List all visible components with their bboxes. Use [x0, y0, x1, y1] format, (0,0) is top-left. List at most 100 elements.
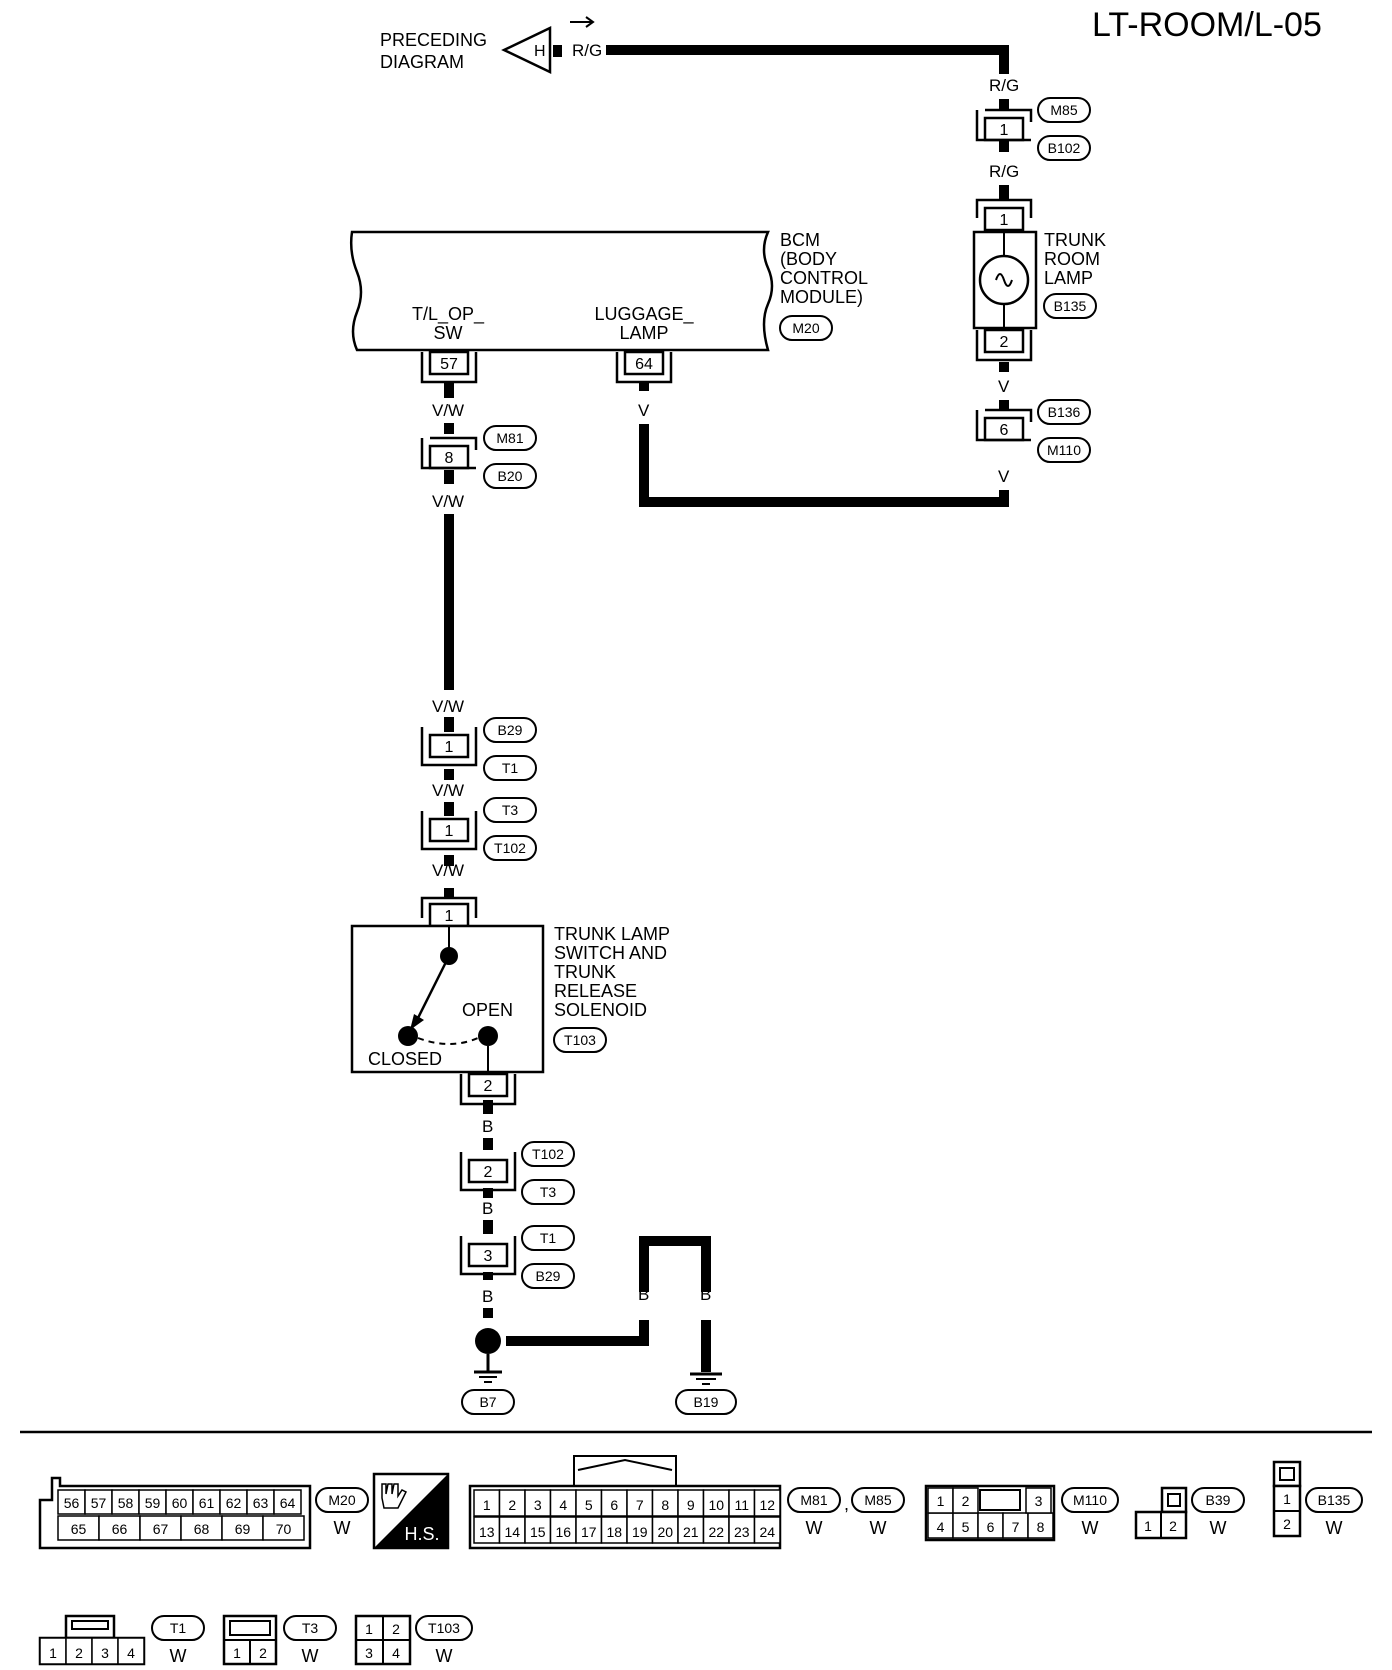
bcm-terminal-name-tlop-line1: T/L_OP_ [412, 304, 485, 325]
connector-id: M85 [864, 1492, 891, 1508]
pin-label: 1 [365, 1621, 373, 1637]
pin-cell [246, 1489, 275, 1515]
wire-label-v-2: V [998, 467, 1010, 486]
pin-label: 1 [1283, 1491, 1291, 1507]
pin-label: 20 [657, 1524, 673, 1540]
connector-tag [315, 1487, 369, 1513]
pin-label: 65 [71, 1521, 87, 1537]
junction-t102-t3[interactable]: 2 T102 T3 [459, 1141, 575, 1205]
ground-tag [675, 1389, 737, 1415]
pin-label: 1 [233, 1645, 241, 1661]
pin-label: 4 [559, 1497, 567, 1513]
pin-label: 62 [226, 1495, 242, 1511]
connector-view-t103[interactable]: 1 2 3 4 T103 W [354, 1614, 473, 1666]
junction-m81-b20[interactable]: 8 M81 B20 [420, 425, 537, 489]
pin-label: 2 [259, 1645, 267, 1661]
pin-cell [98, 1515, 141, 1541]
junction-b136-m110[interactable]: 6 B136 M110 [975, 399, 1091, 463]
pin-label: 69 [235, 1521, 251, 1537]
pin-label: 67 [153, 1521, 169, 1537]
wire-label-b-5: B [700, 1285, 711, 1304]
ground-id: B19 [694, 1394, 719, 1410]
pin-label: 11 [734, 1497, 749, 1513]
pin-label: 13 [479, 1524, 495, 1540]
wire-label-b-2: B [482, 1199, 493, 1218]
wire-label-b-1: B [482, 1117, 493, 1136]
ground-b19[interactable]: B19 [675, 1372, 737, 1415]
pin-label: 2 [75, 1645, 83, 1661]
trunk-room-lamp-name-line1: TRUNK [1044, 230, 1106, 250]
pin-cell [753, 1516, 781, 1544]
pin-label: 3 [101, 1645, 109, 1661]
bcm-pin-64-label: 64 [635, 356, 653, 373]
ground-b7[interactable]: B7 [461, 1354, 515, 1415]
trunk-room-lamp-connector-id: B135 [1054, 298, 1087, 314]
wire-rg-top [606, 45, 1009, 74]
connector-tag [1037, 135, 1091, 161]
junction-t3-t102[interactable]: 1 T3 T102 [420, 797, 537, 861]
junction-t1-b29[interactable]: 3 T1 B29 [459, 1225, 575, 1289]
wire-label-vw-5: V/W [432, 861, 464, 880]
pin-label: 2 [1169, 1518, 1177, 1534]
bcm-module[interactable]: BCM (BODY CONTROL MODULE) M20 T/L_OP_ SW… [349, 230, 868, 384]
junction-m85-b102[interactable]: 1 M85 B102 [975, 97, 1091, 161]
pin-cell [524, 1516, 552, 1544]
trunk-room-lamp-connector-tag [1043, 293, 1097, 319]
trunk-lamp-switch[interactable]: 1 OPEN CLOSED 2 TRUNK LAMP SWITCH AND TR… [350, 896, 670, 1106]
pin-cell [165, 1489, 194, 1515]
bcm-pin-64[interactable]: 64 [615, 350, 673, 384]
pin-cell [262, 1515, 305, 1541]
junction-pin: 1 [445, 823, 454, 840]
trunk-room-lamp-pin-1: 1 [1000, 212, 1009, 229]
connector-tag [151, 1615, 205, 1641]
pin-cell [65, 1637, 93, 1665]
connector-view-b135[interactable]: 1 2 B135 W [1272, 1460, 1363, 1538]
connector-view-t3[interactable]: 1 2 T3 W [222, 1614, 337, 1666]
trunk-room-lamp-pin-2: 2 [1000, 334, 1009, 351]
pin-label: 6 [610, 1497, 618, 1513]
connector-id: B20 [498, 468, 523, 484]
connector-id: M81 [496, 430, 523, 446]
pin-label: 19 [632, 1524, 648, 1540]
pin-label: 17 [581, 1524, 597, 1540]
junction-pin: 8 [445, 450, 454, 467]
wire-label-v-3: V [638, 401, 650, 420]
connector-tag [521, 1263, 575, 1289]
preceding-diagram-label-line1: PRECEDING [380, 30, 487, 50]
grounds: B7 B19 [461, 1328, 737, 1415]
pin-cell [1002, 1512, 1029, 1539]
bcm-name-line4: MODULE) [780, 287, 863, 307]
pin-label: 8 [1037, 1519, 1045, 1535]
connector-tag [1037, 97, 1091, 123]
connector-tag [1061, 1487, 1119, 1513]
wire-label-vw-4: V/W [432, 781, 464, 800]
pin-cell [117, 1637, 145, 1665]
pin-cell [57, 1489, 86, 1515]
junction-b29-t1[interactable]: 1 B29 T1 [420, 717, 537, 781]
connector-view-b39[interactable]: 1 2 B39 W [1134, 1486, 1245, 1540]
wire-label-vw-2: V/W [432, 492, 464, 511]
pin-cell [84, 1489, 113, 1515]
pin-label: 60 [172, 1495, 188, 1511]
junction-pin: 6 [1000, 422, 1009, 439]
connector-id: M110 [1073, 1492, 1107, 1508]
pin-cell [651, 1489, 679, 1517]
wire-label-rg-preceding: R/G [572, 41, 602, 60]
connector-id: T102 [494, 840, 526, 856]
hand-icon [381, 1483, 408, 1509]
pin-cell [1025, 1487, 1052, 1514]
wire-color-labels: R/G R/G R/G V V V V/W V/W V/W V/W V/W B … [432, 41, 1019, 1306]
bcm-name-line2: (BODY [780, 249, 837, 269]
pin-label: 10 [708, 1497, 724, 1513]
bcm-pin-57[interactable]: 57 [420, 350, 478, 384]
bcm-terminal-name-luggage-line2: LAMP [619, 323, 668, 343]
trunk-room-lamp[interactable]: 1 2 TRUNK ROOM LAMP B135 [972, 198, 1106, 362]
preceding-diagram-reference[interactable]: PRECEDING DIAGRAM H [380, 16, 595, 74]
pin-label: 3 [365, 1645, 373, 1661]
